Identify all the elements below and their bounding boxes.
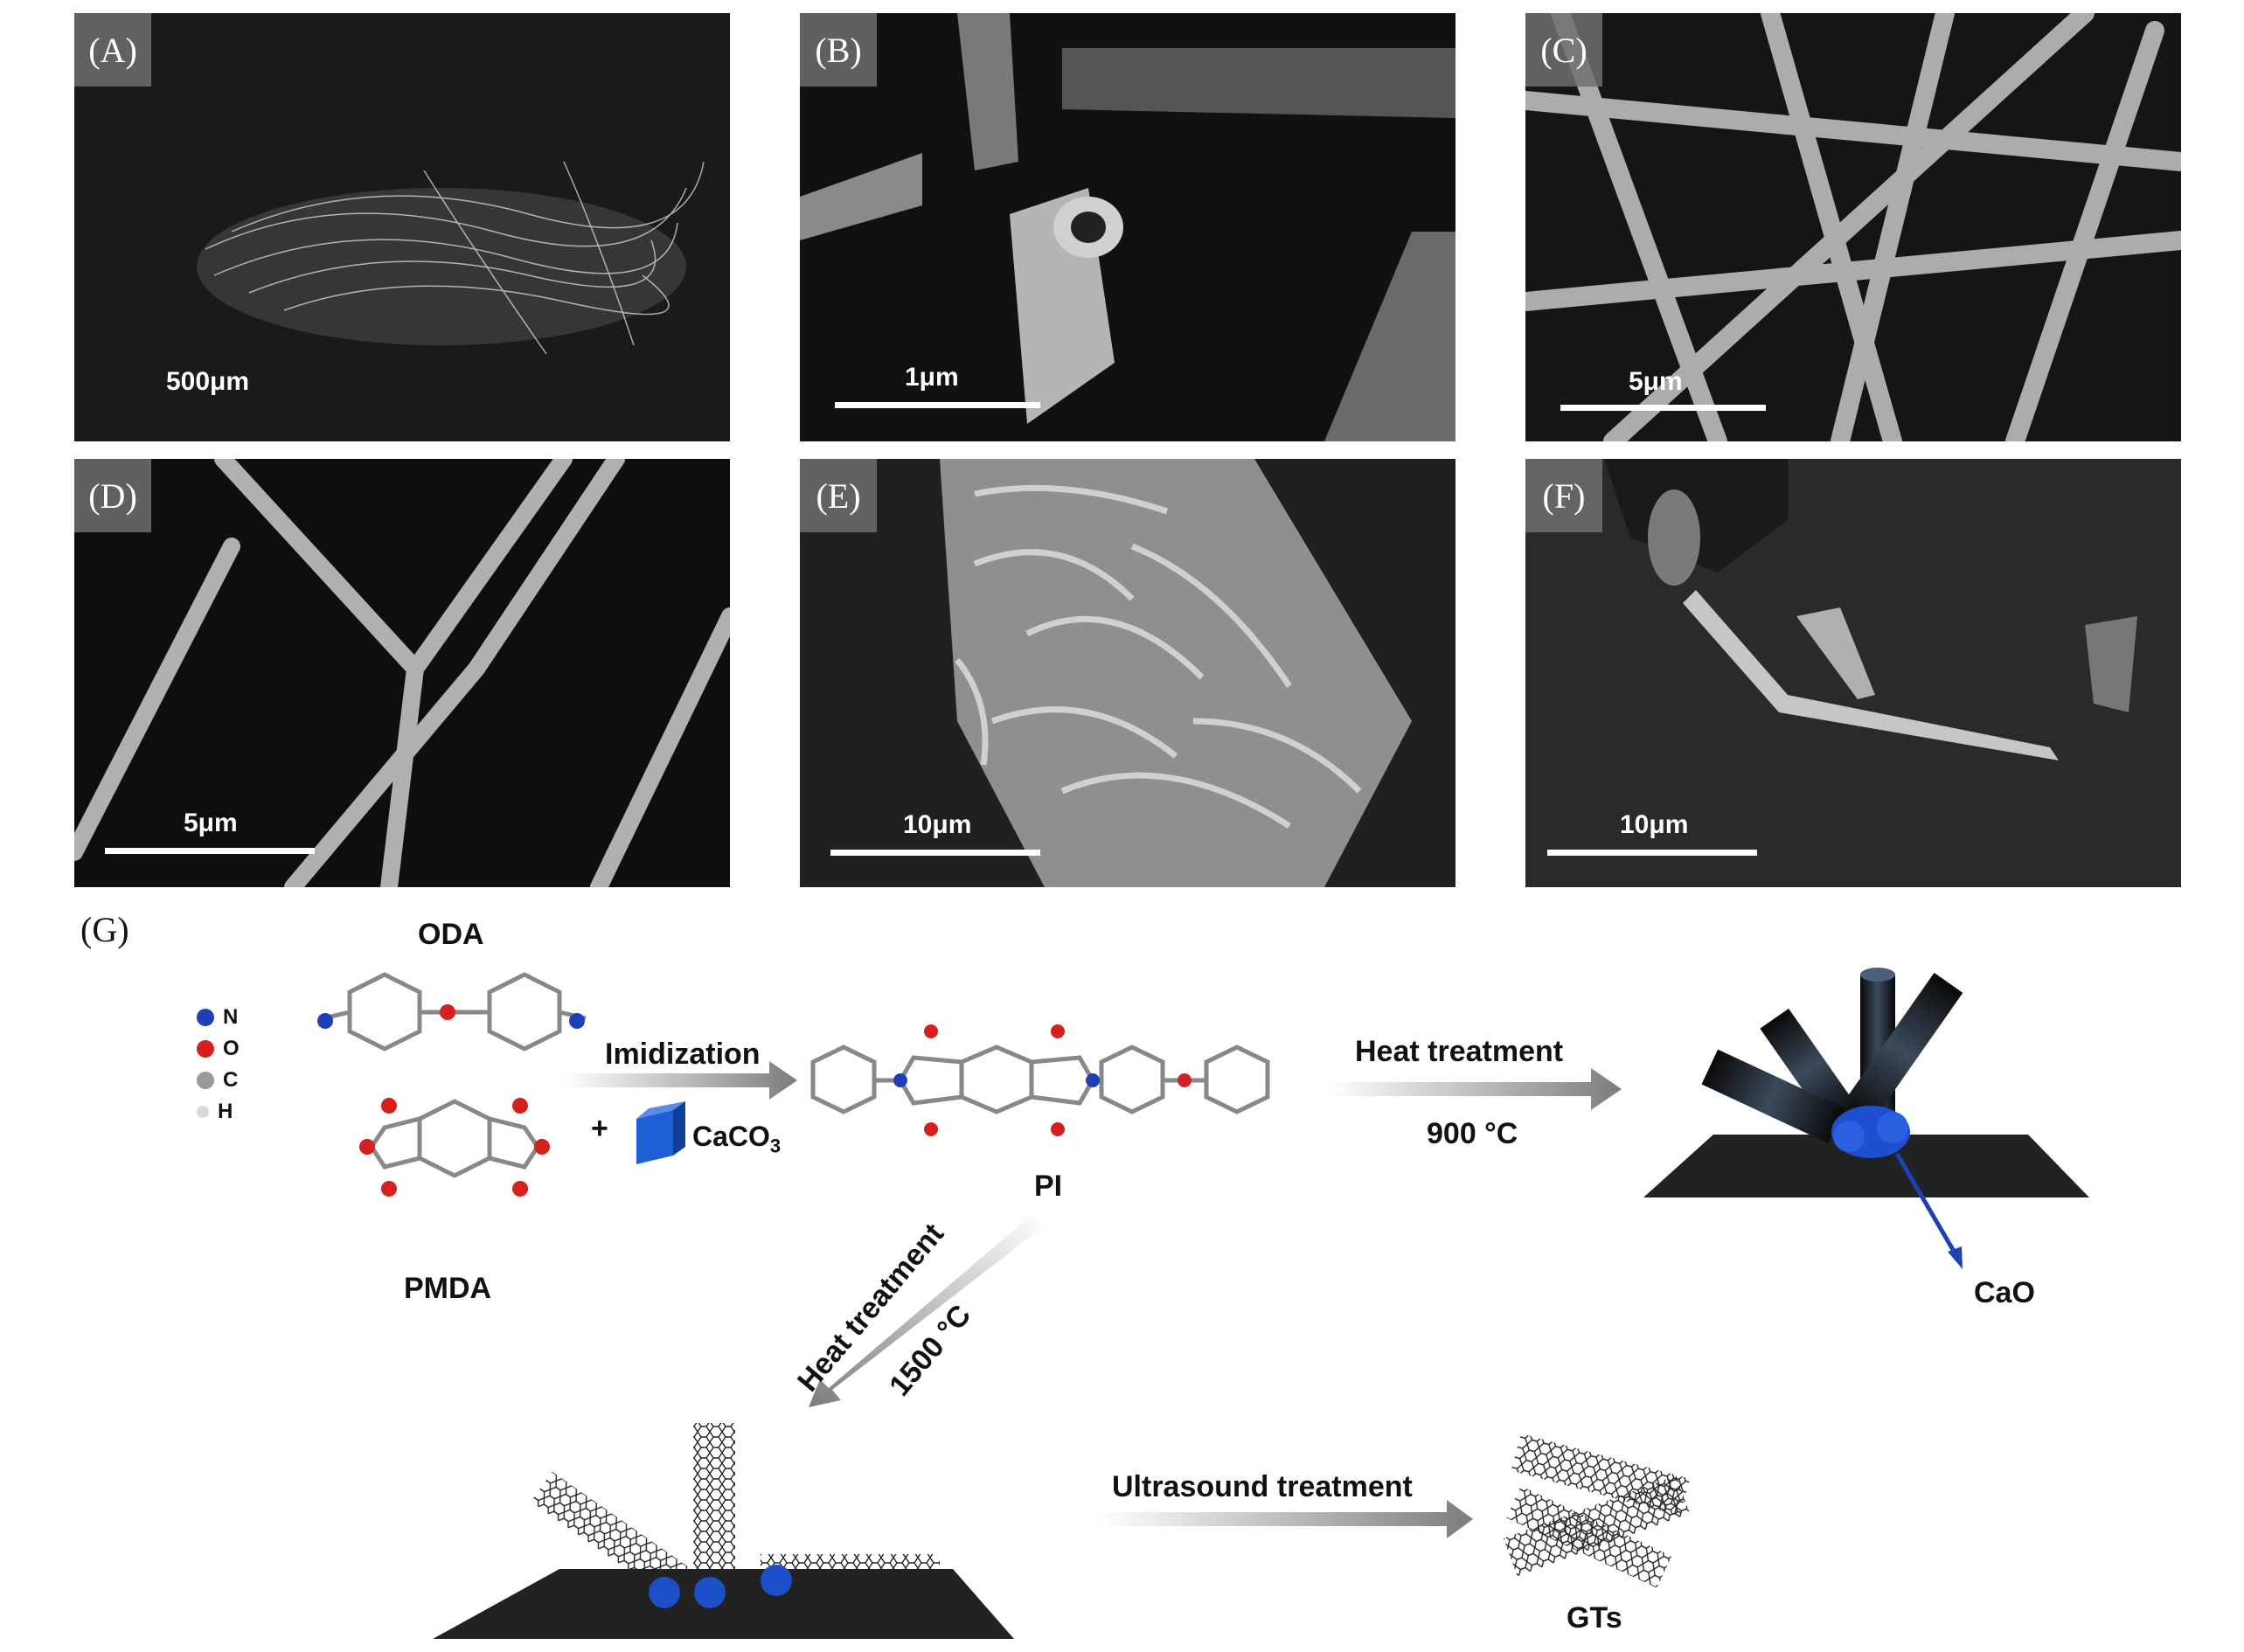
heat-900-label: Heat treatment xyxy=(1355,1035,1564,1068)
legend-hydrogen: H xyxy=(197,1100,233,1124)
panel-label: (C) xyxy=(1525,13,1602,87)
sem-panel-a: (A) 500μm xyxy=(74,13,730,441)
caco3-text: CaCO xyxy=(692,1121,770,1152)
panel-label: (F) xyxy=(1525,459,1602,532)
scale-bar-label: 500μm xyxy=(166,367,250,396)
pi-label: PI xyxy=(1034,1170,1063,1203)
cao-tubes-illustration xyxy=(1643,968,2089,1269)
panel-label: (A) xyxy=(74,13,151,87)
sem-image-d xyxy=(74,459,730,887)
scale-bar xyxy=(1560,405,1766,411)
pmda-label: PMDA xyxy=(404,1272,492,1305)
legend-label: H xyxy=(218,1100,233,1123)
scale-bar-label: 1μm xyxy=(905,363,959,392)
ultrasound-arrow xyxy=(1097,1500,1473,1538)
legend-label: C xyxy=(223,1068,239,1092)
gts-tubes xyxy=(1504,1433,1691,1588)
panel-label: (E) xyxy=(800,459,877,532)
legend-label: O xyxy=(223,1037,240,1060)
legend-oxygen: O xyxy=(197,1037,240,1061)
imidization-label: Imidization xyxy=(605,1038,761,1071)
caco3-label: CaCO3 xyxy=(692,1121,781,1157)
cao-label: CaO xyxy=(1974,1276,2035,1309)
scale-bar-label: 5μm xyxy=(1629,367,1683,396)
sem-image-c xyxy=(1525,13,2181,441)
sem-image-f xyxy=(1525,459,2181,887)
scale-bar-label: 5μm xyxy=(184,809,238,837)
gts-label: GTs xyxy=(1567,1601,1622,1635)
graphene-tubes-platform xyxy=(433,1423,1014,1639)
sem-panel-b: (B) 1μm xyxy=(800,13,1455,441)
oda-label: ODA xyxy=(418,918,484,951)
pi-molecule xyxy=(810,1045,1270,1114)
sem-panel-e: (E) 10μm xyxy=(800,459,1455,887)
sem-panel-d: (D) 5μm xyxy=(74,459,730,887)
hydrogen-dot-icon xyxy=(197,1106,209,1118)
caco3-subscript: 3 xyxy=(769,1135,782,1157)
nitrogen-dot-icon xyxy=(197,1009,214,1026)
imidization-arrow xyxy=(564,1061,797,1100)
plus-sign: + xyxy=(591,1112,608,1145)
scheme-label: (G) xyxy=(80,910,129,949)
sem-panel-f: (F) 10μm xyxy=(1525,459,2181,887)
oxygen-dot-icon xyxy=(197,1040,214,1058)
sem-panel-c: (C) 5μm xyxy=(1525,13,2181,441)
caco3-cube-icon xyxy=(636,1101,685,1164)
sem-image-a xyxy=(74,13,730,441)
carbon-dot-icon xyxy=(197,1072,214,1089)
ultrasound-label: Ultrasound treatment xyxy=(1112,1470,1413,1503)
panel-label: (B) xyxy=(800,13,877,87)
scale-bar xyxy=(1547,850,1757,856)
scale-bar xyxy=(835,402,1040,408)
scale-bar xyxy=(105,848,315,854)
temp-900-label: 900 °C xyxy=(1427,1117,1518,1150)
scale-bar xyxy=(830,850,1040,856)
panel-label: (D) xyxy=(74,459,151,532)
scale-bar-label: 10μm xyxy=(903,810,972,839)
legend-carbon: C xyxy=(197,1068,238,1093)
legend-nitrogen: N xyxy=(197,1005,238,1030)
scale-bar-label: 10μm xyxy=(1620,810,1689,839)
pmda-molecule xyxy=(368,1099,541,1178)
sem-image-e xyxy=(800,459,1455,887)
sem-image-b xyxy=(800,13,1455,441)
heat-900-arrow xyxy=(1329,1068,1622,1110)
legend-label: N xyxy=(223,1005,239,1029)
heat-1500-arrow xyxy=(809,1215,1045,1407)
